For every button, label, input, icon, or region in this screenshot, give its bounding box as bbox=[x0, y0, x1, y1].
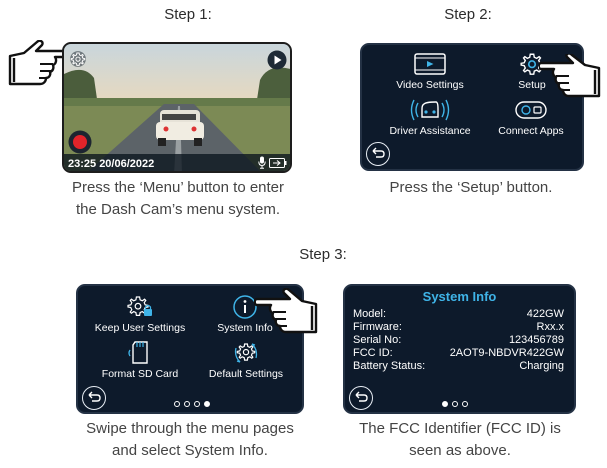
step2-heading: Step 2: bbox=[444, 6, 492, 23]
back-arrow-icon bbox=[355, 391, 368, 402]
video-settings-button[interactable]: Video Settings bbox=[384, 51, 476, 91]
keep-settings-icon bbox=[127, 296, 152, 316]
record-icon[interactable] bbox=[68, 130, 92, 154]
page-indicator[interactable] bbox=[174, 401, 210, 407]
info-key: Model: bbox=[353, 308, 387, 320]
pointing-hand-icon bbox=[254, 288, 318, 334]
info-row-fcc-id: FCC ID: 2AOT9-NBDVR422GW bbox=[353, 347, 564, 360]
system-info-screen: System Info Model: 422GW Firmware: Rxx.x… bbox=[343, 284, 576, 414]
page-dot[interactable] bbox=[174, 401, 180, 407]
gear-icon[interactable] bbox=[69, 50, 87, 68]
info-value: 422GW bbox=[526, 308, 564, 320]
connect-apps-icon bbox=[515, 101, 547, 119]
pointing-hand-icon bbox=[539, 54, 601, 98]
step3-caption: Swipe through the menu pages and select … bbox=[56, 418, 324, 462]
info-value: 2AOT9-NBDVR422GW bbox=[449, 347, 564, 359]
step1-caption: Press the ‘Menu’ button to enter the Das… bbox=[42, 177, 314, 221]
keep-user-settings-button[interactable]: Keep User Settings bbox=[84, 294, 196, 334]
sd-card-icon bbox=[128, 341, 148, 364]
caption-line: Press the ‘Setup’ button. bbox=[389, 179, 553, 196]
connect-apps-button[interactable]: Connect Apps bbox=[490, 97, 572, 137]
page-dot-active[interactable] bbox=[442, 401, 448, 407]
info-row-model: Model: 422GW bbox=[353, 308, 564, 321]
info-value: Rxx.x bbox=[536, 321, 565, 333]
system-info-button[interactable]: System Info bbox=[208, 294, 282, 334]
info-value: Charging bbox=[519, 360, 564, 372]
back-button[interactable] bbox=[82, 386, 106, 410]
caption-line: Press the ‘Menu’ button to enter bbox=[71, 179, 285, 196]
format-sd-card-button[interactable]: Format SD Card bbox=[92, 340, 188, 380]
menu-label: Default Settings bbox=[208, 368, 284, 380]
back-button[interactable] bbox=[366, 142, 390, 166]
microphone-icon bbox=[258, 156, 266, 169]
caption-line: the Dash Cam’s menu system. bbox=[76, 201, 280, 218]
info-key: Serial No: bbox=[353, 334, 402, 346]
info-row-battery: Battery Status: Charging bbox=[353, 360, 564, 373]
back-button[interactable] bbox=[349, 386, 373, 410]
info-value: 123456789 bbox=[508, 334, 564, 346]
setup-button[interactable]: Setup bbox=[497, 51, 567, 91]
caption-line: Swipe through the menu pages bbox=[86, 420, 294, 437]
dashcam-live-view: 23:25 20/06/2022 bbox=[62, 42, 292, 173]
default-settings-button[interactable]: Default Settings bbox=[198, 340, 294, 380]
step1-heading: Step 1: bbox=[164, 6, 212, 23]
page-dot[interactable] bbox=[452, 401, 458, 407]
page-indicator[interactable] bbox=[442, 401, 468, 407]
pointing-hand-icon bbox=[8, 40, 72, 86]
step3-heading: Step 3: bbox=[299, 246, 347, 263]
menu-label: Video Settings bbox=[396, 79, 464, 91]
menu-label: Keep User Settings bbox=[94, 322, 186, 334]
info-key: Firmware: bbox=[353, 321, 402, 333]
back-arrow-icon bbox=[88, 391, 101, 402]
play-icon[interactable] bbox=[267, 50, 287, 70]
step2-caption: Press the ‘Setup’ button. bbox=[340, 177, 602, 199]
caption-line: seen as above. bbox=[409, 442, 511, 459]
page-dot[interactable] bbox=[462, 401, 468, 407]
back-arrow-icon bbox=[372, 147, 385, 158]
screen-title: System Info bbox=[422, 289, 497, 304]
caption-line: The FCC Identifier (FCC ID) is bbox=[359, 420, 561, 437]
video-icon bbox=[414, 53, 446, 75]
page-dot-active[interactable] bbox=[204, 401, 210, 407]
step4-caption: The FCC Identifier (FCC ID) is seen as a… bbox=[330, 418, 590, 462]
info-key: Battery Status: bbox=[353, 360, 426, 372]
battery-icon bbox=[269, 158, 287, 168]
driver-assist-icon bbox=[410, 99, 450, 121]
info-key: FCC ID: bbox=[353, 347, 393, 359]
page-dot[interactable] bbox=[184, 401, 190, 407]
status-bar: 23:25 20/06/2022 bbox=[64, 154, 290, 171]
driver-assistance-button[interactable]: Driver Assistance bbox=[376, 97, 484, 137]
menu-label: Setup bbox=[518, 79, 546, 91]
menu-label: Format SD Card bbox=[101, 368, 179, 380]
caption-line: and select System Info. bbox=[112, 442, 268, 459]
info-row-serial: Serial No: 123456789 bbox=[353, 334, 564, 347]
timestamp: 23:25 20/06/2022 bbox=[68, 158, 155, 170]
menu-label: Driver Assistance bbox=[389, 125, 471, 137]
page-dot[interactable] bbox=[194, 401, 200, 407]
info-icon bbox=[233, 295, 257, 319]
default-settings-icon bbox=[234, 343, 258, 363]
gear-icon bbox=[520, 53, 544, 75]
info-row-firmware: Firmware: Rxx.x bbox=[353, 321, 564, 334]
menu-label: System Info bbox=[217, 322, 273, 334]
menu-label: Connect Apps bbox=[498, 125, 564, 137]
